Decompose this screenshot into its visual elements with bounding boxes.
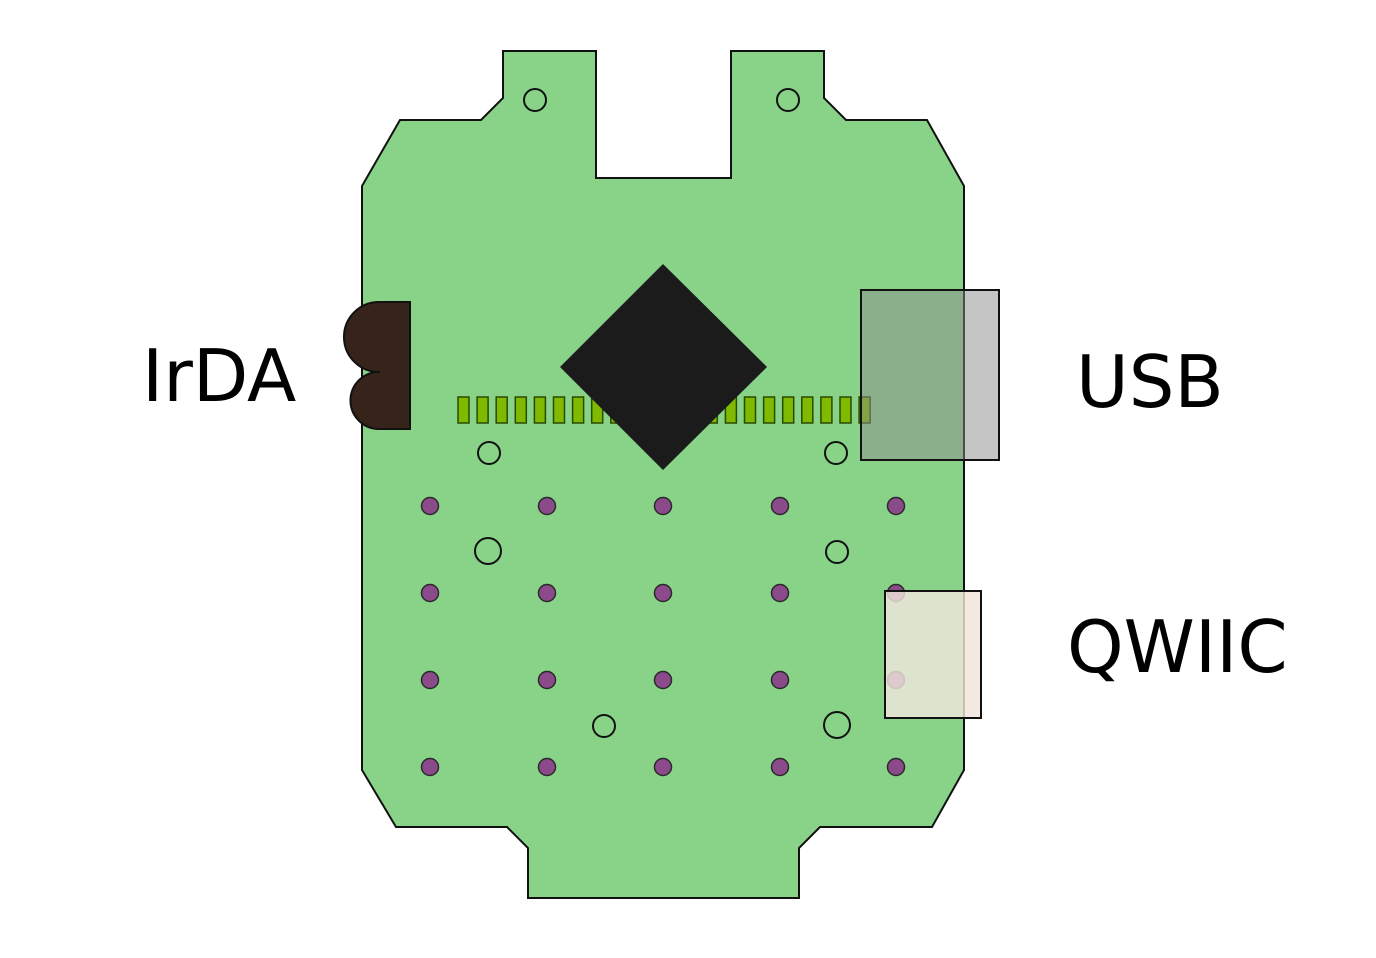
chip-pin bbox=[762, 396, 776, 424]
solder-pad bbox=[770, 496, 790, 516]
solder-pad bbox=[770, 670, 790, 690]
solder-pad bbox=[420, 496, 440, 516]
solder-pad bbox=[653, 496, 673, 516]
qwiic-label: QWIIC bbox=[1067, 605, 1288, 689]
solder-pad bbox=[653, 583, 673, 603]
chip-pin bbox=[476, 396, 489, 424]
mounting-hole-lower-right bbox=[823, 711, 851, 739]
qwiic-connector-icon bbox=[884, 590, 982, 719]
solder-pad bbox=[420, 583, 440, 603]
chip-pin bbox=[743, 396, 757, 424]
solder-pad bbox=[886, 496, 906, 516]
chip-pin bbox=[514, 396, 528, 424]
solder-pad bbox=[537, 583, 557, 603]
solder-pad bbox=[653, 670, 673, 690]
solder-pad bbox=[420, 670, 440, 690]
chip-pin bbox=[457, 396, 470, 424]
solder-pad bbox=[537, 670, 557, 690]
chip-pin bbox=[571, 396, 585, 424]
irda-label: IrDA bbox=[142, 334, 296, 418]
irda-sensor-icon bbox=[343, 301, 411, 430]
chip-pin bbox=[839, 396, 852, 424]
square-chip-icon bbox=[560, 264, 767, 470]
mounting-hole-mid-right bbox=[824, 441, 848, 465]
usb-connector-icon bbox=[860, 289, 1000, 461]
chip-pin bbox=[495, 396, 508, 424]
mounting-hole-right bbox=[825, 540, 849, 564]
mounting-holes bbox=[474, 88, 851, 739]
chip-pin bbox=[820, 396, 833, 424]
chip-pin bbox=[533, 396, 547, 424]
mounting-hole-top-right bbox=[776, 88, 800, 112]
solder-pad bbox=[653, 757, 673, 777]
mounting-hole-top-left bbox=[523, 88, 547, 112]
chip-pin bbox=[552, 396, 566, 424]
mounting-hole-mid-left bbox=[477, 441, 501, 465]
solder-pad bbox=[770, 583, 790, 603]
chip-pin bbox=[781, 396, 795, 424]
mounting-hole-large-left bbox=[474, 537, 502, 565]
solder-pad bbox=[537, 757, 557, 777]
solder-pad bbox=[886, 757, 906, 777]
mounting-hole-lower-center bbox=[592, 714, 616, 738]
solder-pad bbox=[537, 496, 557, 516]
solder-pad bbox=[770, 757, 790, 777]
chip-pin bbox=[801, 396, 814, 424]
solder-pad bbox=[420, 757, 440, 777]
usb-label: USB bbox=[1076, 340, 1224, 424]
pcb-board bbox=[361, 50, 965, 899]
